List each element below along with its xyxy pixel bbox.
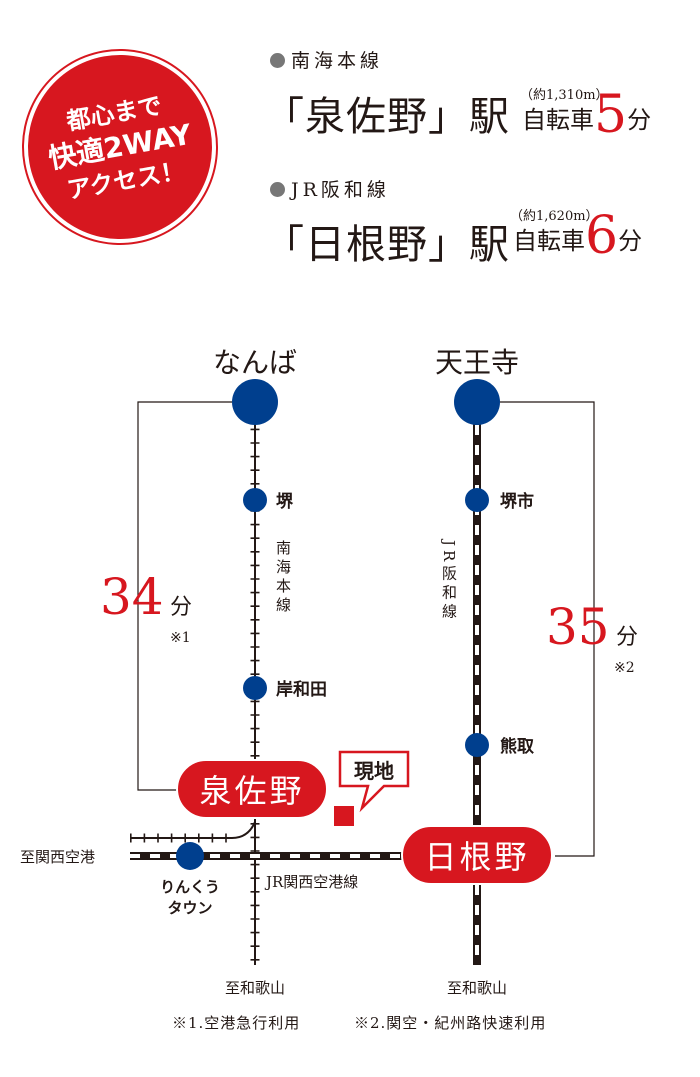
label-to-wakayama-right: 至和歌山: [447, 979, 507, 997]
label-jr-airport-line: JR関西空港線: [264, 873, 358, 891]
time-left-value: 34: [100, 568, 164, 626]
label-nankai-line: 南海本線: [274, 540, 292, 616]
label-sakaishi: 堺市: [500, 491, 534, 512]
label-sakai: 堺: [276, 491, 294, 512]
time-right-value: 35: [546, 598, 610, 656]
label-kumatori: 熊取: [500, 736, 534, 757]
footnote-1: ※1.空港急行利用: [172, 1014, 300, 1032]
station-kumatori: [465, 733, 489, 757]
route2-line: JR阪和線: [270, 175, 390, 202]
current-location-marker: [334, 806, 354, 826]
station-rinku: [176, 842, 204, 870]
time-right-unit: 分: [616, 625, 638, 650]
station-sakai: [243, 488, 267, 512]
route1-station: 「泉佐野」駅: [264, 94, 510, 140]
label-namba: なんば: [213, 346, 297, 379]
station-hineno-pill: [401, 825, 553, 885]
time-right-note: ※2: [614, 660, 635, 676]
label-rinku-1: りんくう: [160, 878, 220, 896]
label-jr-hanwa-line: JR阪和線: [440, 538, 458, 622]
station-tennoji: [454, 379, 500, 425]
label-to-kansai-airport: 至関西空港: [20, 848, 95, 866]
current-location-callout: [338, 750, 410, 813]
route2-distance: （約1,620m）: [510, 209, 599, 224]
station-izumisano-pill: [176, 759, 328, 819]
label-tennoji: 天王寺: [435, 346, 519, 379]
station-sakaishi: [465, 488, 489, 512]
time-bracket-right: [500, 401, 595, 857]
footnote-2: ※2.関空・紀州路快速利用: [354, 1014, 546, 1032]
label-hineno: 日根野: [424, 838, 529, 876]
station-kishiwada: [243, 676, 267, 700]
route2-access: 自転車6分: [513, 206, 643, 266]
label-rinku-2: タウン: [167, 899, 212, 917]
nankai-airport-branch: [130, 821, 256, 839]
time-left-note: ※1: [170, 630, 191, 646]
bullet-icon: [270, 53, 285, 68]
route1-access: 自転車5分: [522, 85, 652, 145]
time-bracket-left: [137, 401, 232, 791]
station-namba: [232, 379, 278, 425]
route1-line: 南海本線: [270, 46, 383, 73]
time-left-unit: 分: [170, 595, 192, 620]
label-genchi: 現地: [354, 759, 394, 783]
label-kishiwada: 岸和田: [276, 679, 327, 700]
label-izumisano: 泉佐野: [199, 772, 304, 810]
bullet-icon: [270, 182, 285, 197]
route1-distance: （約1,310m）: [520, 88, 609, 103]
label-to-wakayama-left: 至和歌山: [225, 979, 285, 997]
route2-station: 「日根野」駅: [264, 222, 510, 268]
